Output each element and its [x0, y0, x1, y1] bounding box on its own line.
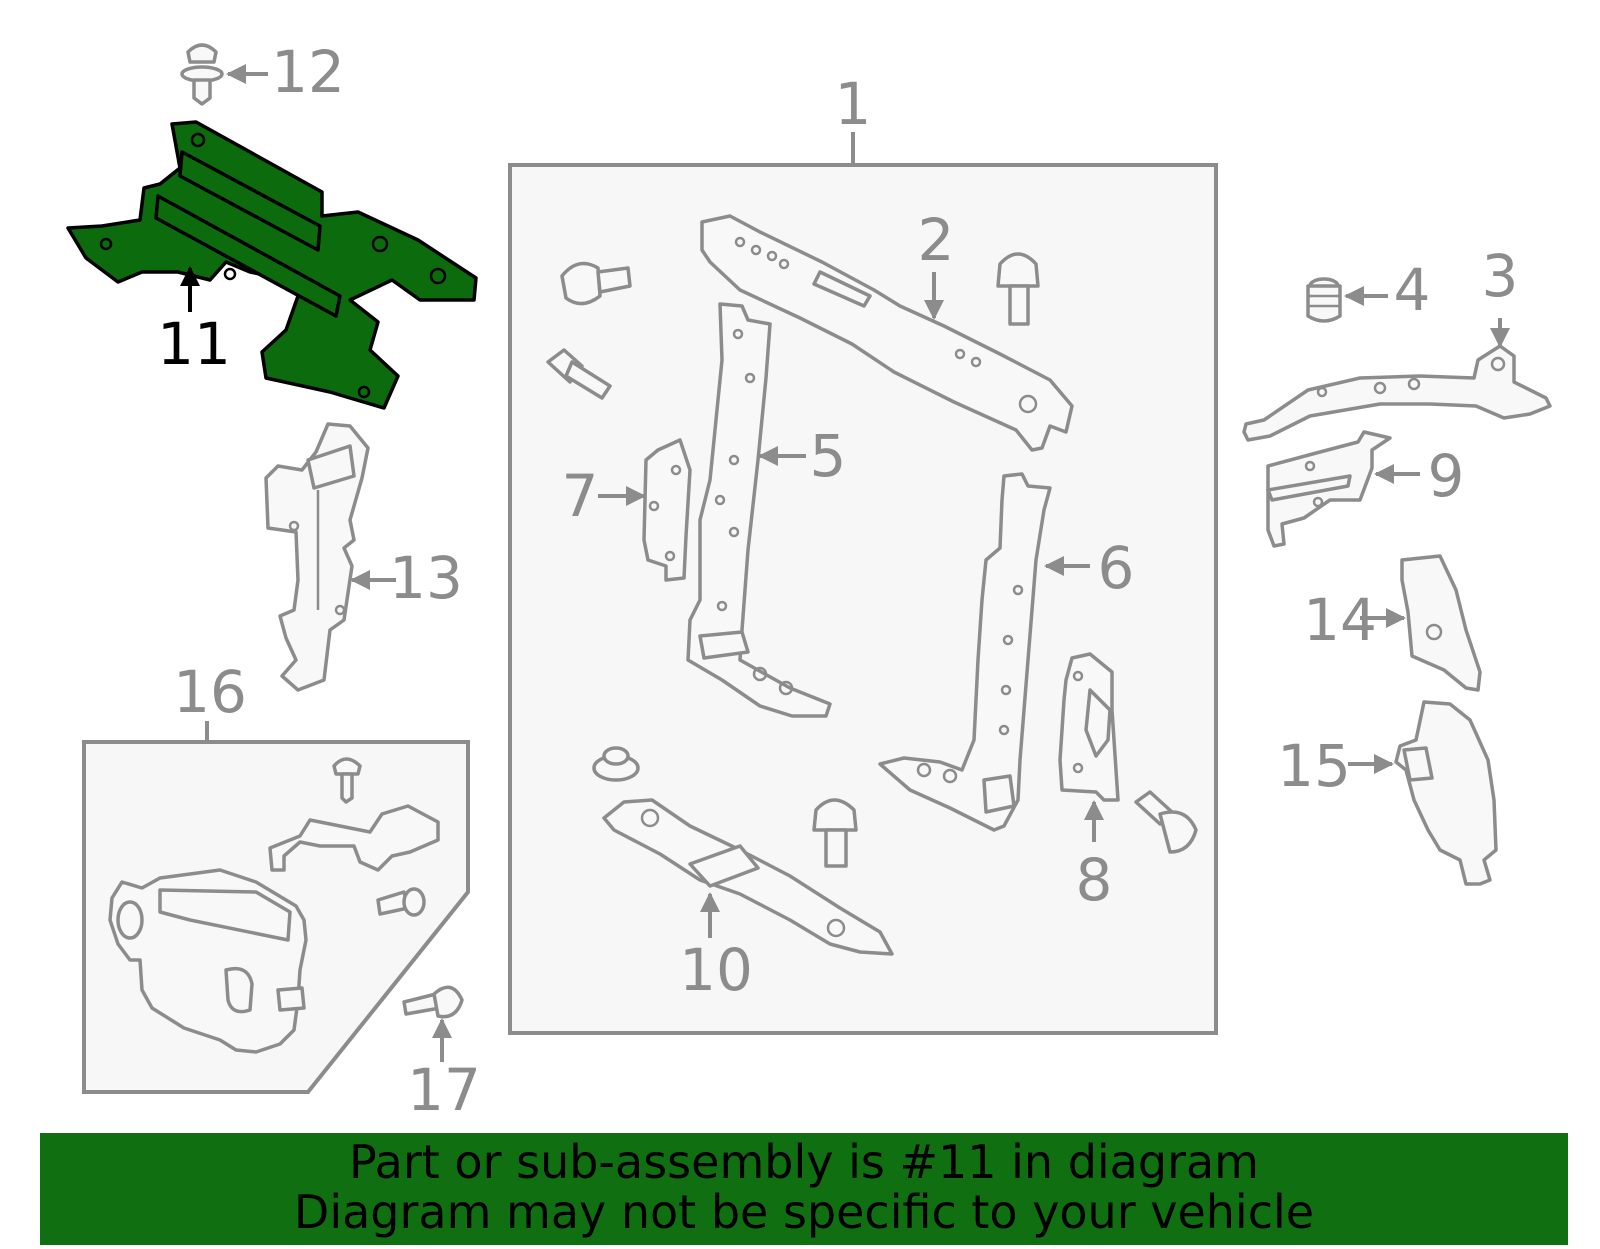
part-17-bolt[interactable]	[402, 985, 464, 1019]
part-8-bracket[interactable]	[1058, 652, 1120, 802]
bolt-upper-left[interactable]	[560, 261, 632, 306]
callout-15: 15	[1277, 732, 1351, 800]
callout-16: 16	[173, 658, 247, 726]
part-16-bracket[interactable]	[268, 804, 440, 872]
part-10-lower-tie-bar[interactable]	[602, 798, 894, 956]
part-9-bracket[interactable]	[1266, 430, 1392, 548]
banner-line-1: Part or sub-assembly is #11 in diagram	[349, 1135, 1259, 1189]
callout-2: 2	[918, 206, 955, 274]
callout-11: 11	[157, 310, 231, 378]
callout-1: 1	[835, 70, 872, 138]
part-15-shield[interactable]	[1394, 700, 1498, 886]
bolt-lower-right[interactable]	[1134, 790, 1198, 854]
bolt-upper-right[interactable]	[996, 252, 1040, 326]
callout-4: 4	[1394, 256, 1431, 324]
callout-12: 12	[271, 38, 345, 106]
part-11-highlighted[interactable]	[66, 120, 478, 410]
bolt-left[interactable]	[546, 348, 612, 400]
banner-line-2: Diagram may not be specific to your vehi…	[293, 1185, 1315, 1239]
callout-7: 7	[562, 462, 599, 530]
callout-9: 9	[1428, 442, 1465, 510]
part-2-upper-tie-bar[interactable]	[700, 214, 1074, 452]
part-16-screw-mid[interactable]	[376, 887, 426, 917]
bolt-lower-center[interactable]	[812, 798, 858, 868]
info-banner: Part or sub-assembly is #11 in diagram D…	[40, 1133, 1568, 1245]
part-13-bracket[interactable]	[264, 422, 370, 692]
part-5-left-support[interactable]	[686, 302, 832, 718]
part-4-bushing[interactable]	[1306, 277, 1342, 323]
part-6-right-support[interactable]	[878, 472, 1052, 832]
callout-10: 10	[679, 936, 753, 1004]
callout-3: 3	[1482, 242, 1519, 310]
part-7-bracket[interactable]	[642, 438, 692, 582]
callout-14: 14	[1303, 586, 1377, 654]
callout-17: 17	[407, 1056, 481, 1124]
callout-13: 13	[389, 544, 463, 612]
part-12-clip[interactable]	[180, 43, 224, 106]
callout-5: 5	[810, 422, 847, 490]
callout-6: 6	[1098, 534, 1135, 602]
part-16-sensor-assembly[interactable]	[108, 868, 308, 1054]
nut-lower-left[interactable]	[592, 746, 640, 782]
part-16-screw-top[interactable]	[332, 757, 362, 804]
part-14-bracket[interactable]	[1400, 554, 1482, 692]
part-3-bracket[interactable]	[1242, 344, 1552, 442]
callout-8: 8	[1076, 846, 1113, 914]
